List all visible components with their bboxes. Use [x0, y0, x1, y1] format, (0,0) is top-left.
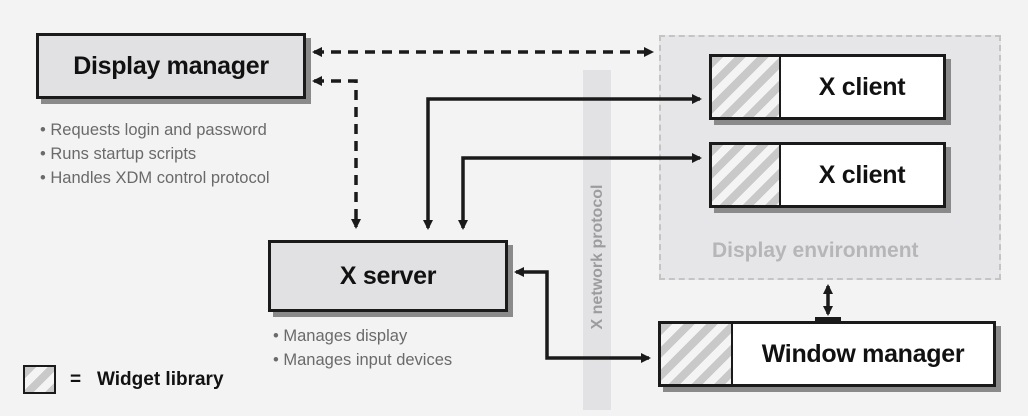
display-environment-label: Display environment — [712, 239, 919, 262]
window-manager-label: Window manager — [761, 339, 965, 368]
widget-library-swatch — [712, 145, 781, 205]
display-manager-note: Handles XDM control protocol — [40, 166, 269, 190]
x-server-note: Manages input devices — [273, 348, 452, 372]
x-server-box: X server — [268, 240, 508, 312]
dm-xserver-dashed-link — [312, 76, 361, 229]
display-manager-box: Display manager — [36, 33, 306, 99]
x-client-box: X client — [709, 142, 946, 208]
legend-equals: = — [70, 369, 82, 390]
display-manager-note: Runs startup scripts — [40, 142, 270, 166]
x-server-label: X server — [339, 261, 437, 290]
legend-label: Widget library — [97, 369, 224, 390]
x-server-note: Manages display — [273, 324, 452, 348]
x-server-notes: Manages display Manages input devices — [273, 324, 452, 372]
x-client-label: X client — [818, 72, 906, 101]
window-manager-box: Window manager — [658, 321, 996, 387]
widget-library-swatch — [661, 324, 733, 384]
display-manager-notes: Requests login and password Runs startup… — [40, 118, 270, 190]
display-manager-note: Requests login and password — [40, 118, 270, 142]
xserver-wm-link — [514, 267, 651, 363]
display-manager-label: Display manager — [73, 51, 269, 80]
x-client-box: X client — [709, 54, 946, 120]
legend-widget-library-swatch — [23, 365, 56, 394]
x-client-label: X client — [818, 160, 906, 189]
xserver-client1-link — [423, 94, 702, 230]
widget-library-swatch — [712, 57, 781, 117]
xserver-client2-link — [458, 153, 702, 230]
